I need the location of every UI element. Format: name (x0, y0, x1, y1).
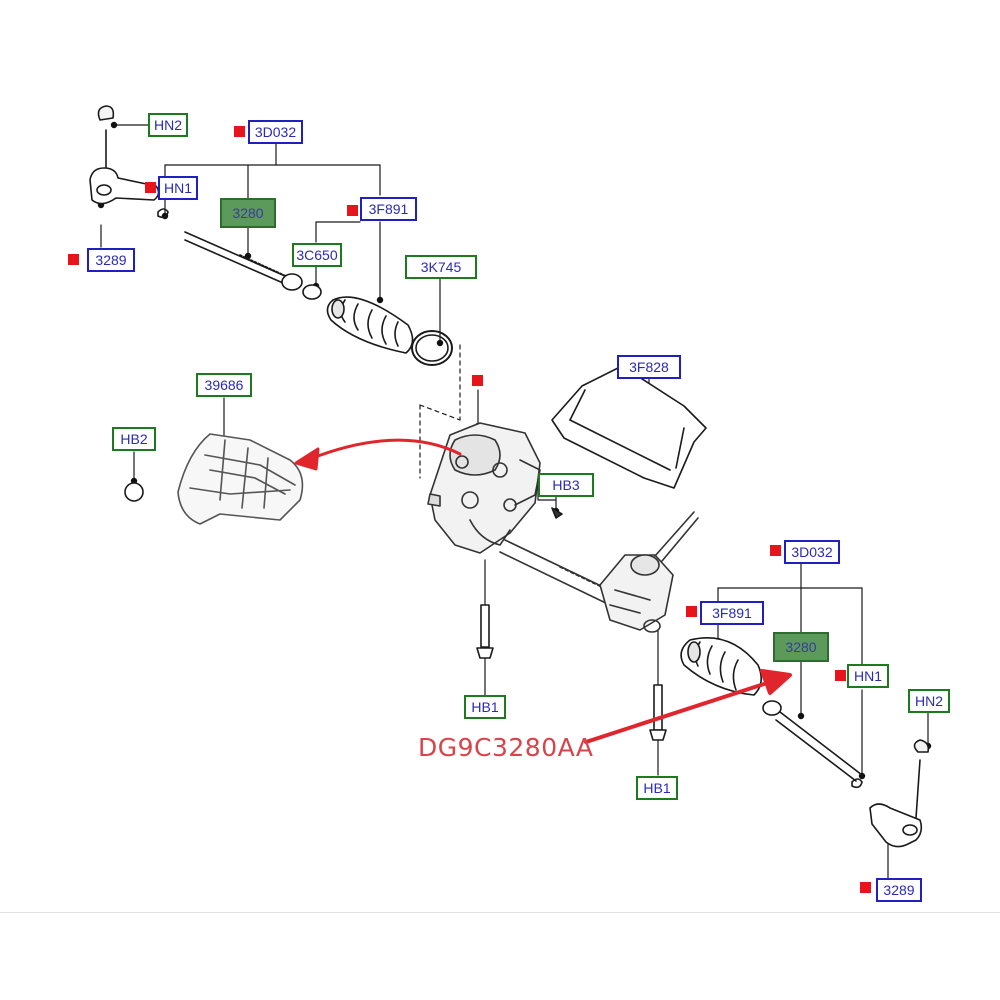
callout-3k745: 3K745 (405, 255, 477, 279)
callout-hn1-bottom: HN1 (847, 664, 889, 688)
marker-hn1-top (145, 182, 156, 193)
clamp-ring (411, 330, 453, 366)
arrow-to-tie-rod (584, 669, 792, 744)
callout-hb1-left: HB1 (464, 695, 506, 719)
callout-3d032-bottom: 3D032 (784, 540, 840, 564)
callout-3280-bottom: 3280 (773, 632, 829, 662)
leader-lines (100, 124, 929, 879)
callout-hn2-bottom: HN2 (908, 689, 950, 713)
callout-3f891-top: 3F891 (360, 197, 417, 221)
callout-hb2: HB2 (112, 427, 156, 451)
callout-3280-top: 3280 (220, 198, 276, 228)
inner-tie-rod-left (184, 231, 322, 300)
marker-3289-bottom (860, 882, 871, 893)
callout-hn1-top: HN1 (158, 176, 198, 200)
marker-3f891-top (347, 205, 358, 216)
callout-3d032-top: 3D032 (248, 120, 303, 144)
marker-hn1-bottom (835, 670, 846, 681)
heat-shield (551, 365, 707, 489)
inner-tie-rod-right (762, 700, 863, 789)
marker-housing (472, 375, 483, 386)
callout-39686: 39686 (196, 373, 252, 397)
callout-3f891-bottom: 3F891 (700, 601, 764, 625)
callout-hn2-top: HN2 (148, 113, 188, 137)
marker-3d032-bottom (770, 545, 781, 556)
callout-3289-bottom: 3289 (876, 878, 922, 902)
callout-3f828: 3F828 (617, 355, 681, 379)
marker-3d032-top (234, 126, 245, 137)
bellows-right (680, 637, 762, 696)
bolts (476, 507, 667, 741)
bellows-left (326, 296, 414, 354)
callout-3c650: 3C650 (292, 243, 342, 267)
bottom-divider (0, 912, 1000, 913)
callout-hb1-right: HB1 (636, 776, 678, 800)
rack-housing (427, 422, 699, 633)
tie-rod-end-right (869, 739, 930, 848)
arrow-to-bracket (294, 438, 462, 471)
tie-rod-end-left (89, 105, 169, 219)
callout-3289-top: 3289 (87, 248, 135, 272)
marker-3f891-bottom (686, 606, 697, 617)
marker-3289-top (68, 254, 79, 265)
callout-hb3: HB3 (538, 473, 594, 497)
part-number-label: DG9C3280AA (418, 733, 594, 762)
bracket-left (124, 433, 304, 525)
